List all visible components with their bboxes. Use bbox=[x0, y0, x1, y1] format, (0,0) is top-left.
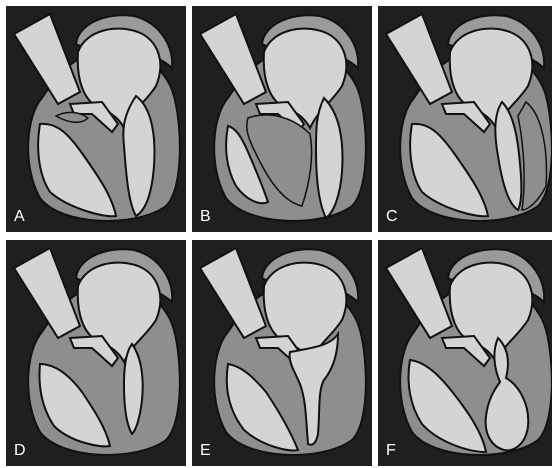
heart-diagram-b bbox=[192, 6, 372, 232]
panel-label-e: E bbox=[200, 442, 211, 460]
panel-f: F bbox=[378, 240, 552, 466]
panel-d: D bbox=[6, 240, 186, 466]
panel-e: E bbox=[192, 240, 372, 466]
panel-label-c: C bbox=[386, 208, 398, 226]
panel-label-b: B bbox=[200, 208, 211, 226]
panel-label-d: D bbox=[14, 442, 26, 460]
heart-diagram-a bbox=[6, 6, 186, 232]
heart-diagram-e bbox=[192, 240, 372, 466]
heart-diagram-f bbox=[378, 240, 552, 466]
panel-label-a: A bbox=[14, 208, 25, 226]
panel-b: B bbox=[192, 6, 372, 232]
heart-diagram-c bbox=[378, 6, 552, 232]
panel-label-f: F bbox=[386, 442, 396, 460]
heart-diagram-d bbox=[6, 240, 186, 466]
panel-c: C bbox=[378, 6, 552, 232]
panel-a: A bbox=[6, 6, 186, 232]
